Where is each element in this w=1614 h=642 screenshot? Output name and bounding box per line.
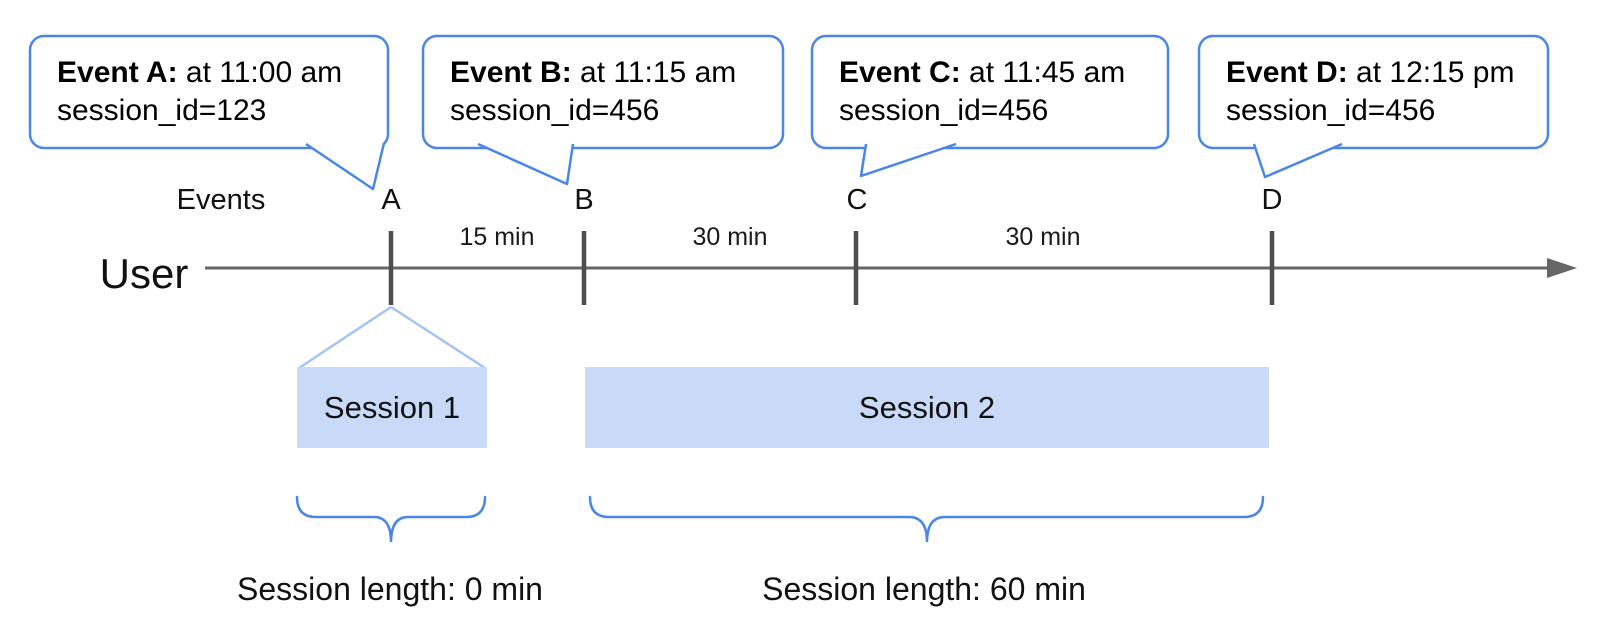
event-d-callout-tail bbox=[1252, 142, 1343, 179]
session-1-brace bbox=[295, 495, 487, 543]
session-2-brace bbox=[588, 495, 1265, 543]
tick-label-b: B bbox=[574, 184, 594, 216]
session-1-funnel-line-left bbox=[298, 305, 392, 370]
event-b-detail: at 11:15 am bbox=[580, 56, 737, 89]
interval-label-bc: 30 min bbox=[692, 223, 768, 251]
event-c-callout-tail bbox=[859, 142, 957, 178]
event-d-session-id: session_id=456 bbox=[1226, 94, 1436, 127]
event-c-session-id: session_id=456 bbox=[839, 94, 1049, 127]
interval-label-cd: 30 min bbox=[1005, 223, 1081, 251]
events-axis-label: Events bbox=[176, 184, 266, 216]
event-d-title: Event D: bbox=[1226, 56, 1348, 89]
session-2-length-label: Session length: 60 min bbox=[762, 571, 1086, 607]
session-2-bar bbox=[585, 367, 1269, 448]
tick-label-d: D bbox=[1261, 184, 1283, 216]
event-a-session-id: session_id=123 bbox=[57, 94, 267, 127]
event-a-callout-text: Event A: at 11:00 am session_id=123 bbox=[57, 54, 342, 130]
tick-label-c: C bbox=[846, 184, 868, 216]
interval-label-ab: 15 min bbox=[459, 223, 535, 251]
event-c-title: Event C: bbox=[839, 56, 961, 89]
event-a-callout-bubble bbox=[28, 34, 390, 150]
event-d-callout-text: Event D: at 12:15 pm session_id=456 bbox=[1226, 54, 1514, 130]
user-label: User bbox=[99, 250, 189, 297]
event-c-detail: at 11:45 am bbox=[969, 56, 1126, 89]
session-1-bar bbox=[297, 367, 487, 448]
event-b-callout-bubble bbox=[421, 34, 785, 150]
event-d-callout-bubble bbox=[1197, 34, 1550, 150]
event-c-callout-bubble bbox=[810, 34, 1170, 150]
session-1-length-label: Session length: 0 min bbox=[237, 571, 543, 607]
tick-label-a: A bbox=[381, 184, 401, 216]
session-1-label: Session 1 bbox=[323, 390, 461, 425]
session-2-label: Session 2 bbox=[858, 390, 996, 425]
event-b-callout-tail bbox=[477, 142, 575, 186]
event-a-title: Event A: bbox=[57, 56, 178, 89]
event-b-title: Event B: bbox=[450, 56, 572, 89]
event-c-callout-text: Event C: at 11:45 am session_id=456 bbox=[839, 54, 1125, 130]
event-b-callout-text: Event B: at 11:15 am session_id=456 bbox=[450, 54, 736, 130]
event-a-detail: at 11:00 am bbox=[185, 56, 343, 89]
event-b-session-id: session_id=456 bbox=[450, 94, 660, 127]
event-a-callout-tail bbox=[305, 142, 386, 191]
event-d-detail: at 12:15 pm bbox=[1356, 56, 1515, 89]
session-1-funnel-line-right bbox=[390, 305, 486, 370]
timeline-arrowhead-icon bbox=[1547, 258, 1577, 278]
